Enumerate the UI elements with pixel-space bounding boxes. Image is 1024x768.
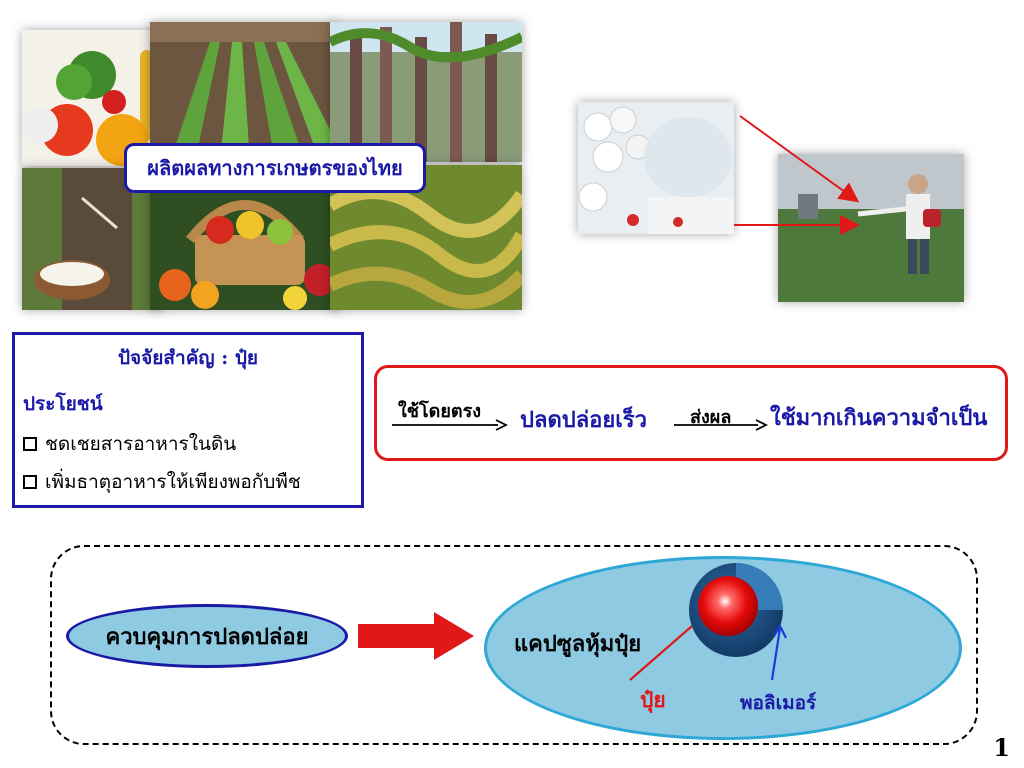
checkbox-icon bbox=[23, 475, 37, 489]
state-overuse: ใช้มากเกินความจำเป็น bbox=[770, 405, 988, 431]
crop-rows-photo bbox=[150, 22, 336, 162]
benefit-item: เพิ่มธาตุอาหารให้เพียงพอกับพืช bbox=[23, 467, 301, 497]
flow-box bbox=[374, 365, 1008, 461]
capsule-sphere-icon bbox=[689, 563, 783, 657]
state-release: ปลดปล่อยเร็ว bbox=[520, 407, 647, 433]
control-release-ellipse: ควบคุมการปลดปล่อย bbox=[66, 604, 348, 668]
fertilizer-arrows bbox=[734, 115, 860, 235]
capsule-label: แคปซูลหุ้มปุ๋ย bbox=[514, 631, 642, 657]
control-dashed-box bbox=[50, 545, 978, 745]
rubber-tapping-photo bbox=[22, 168, 162, 310]
label-direct: ใช้โดยตรง bbox=[398, 401, 482, 422]
checkbox-icon bbox=[23, 437, 37, 451]
benefit-heading: ประโยชน์ bbox=[23, 393, 103, 415]
benefit-text: เพิ่มธาตุอาหารให้เพียงพอกับพืช bbox=[45, 471, 301, 493]
benefit-text: ชดเชยสารอาหารในดิน bbox=[45, 433, 237, 455]
page-number: 1 bbox=[993, 733, 1010, 762]
fertilizer-pellets-photo bbox=[578, 102, 734, 234]
sugarcane-photo bbox=[330, 22, 522, 162]
collage-caption: ผลิตผลทางการเกษตรของไทย bbox=[124, 143, 426, 193]
flow-arrow-1 bbox=[392, 419, 508, 431]
factor-box: ปัจจัยสำคัญ : ปุ๋ย ประโยชน์ ชดเชยสารอาหา… bbox=[12, 332, 364, 508]
flow-arrow-2 bbox=[674, 419, 768, 431]
collage-caption-text: ผลิตผลทางการเกษตรของไทย bbox=[147, 156, 403, 180]
label-effect: ส่งผล bbox=[690, 407, 732, 428]
control-release-label: ควบคุมการปลดปล่อย bbox=[105, 623, 309, 650]
big-right-arrow-icon bbox=[358, 612, 474, 660]
core-label: ปุ๋ย bbox=[640, 687, 666, 712]
shell-label: พอลิเมอร์ bbox=[740, 692, 817, 714]
factor-title: ปัจจัยสำคัญ : ปุ๋ย bbox=[117, 347, 259, 369]
benefit-item: ชดเชยสารอาหารในดิน bbox=[23, 429, 236, 459]
fruit-basket-photo bbox=[150, 180, 340, 310]
capsule-pointer-arrows bbox=[629, 623, 787, 681]
